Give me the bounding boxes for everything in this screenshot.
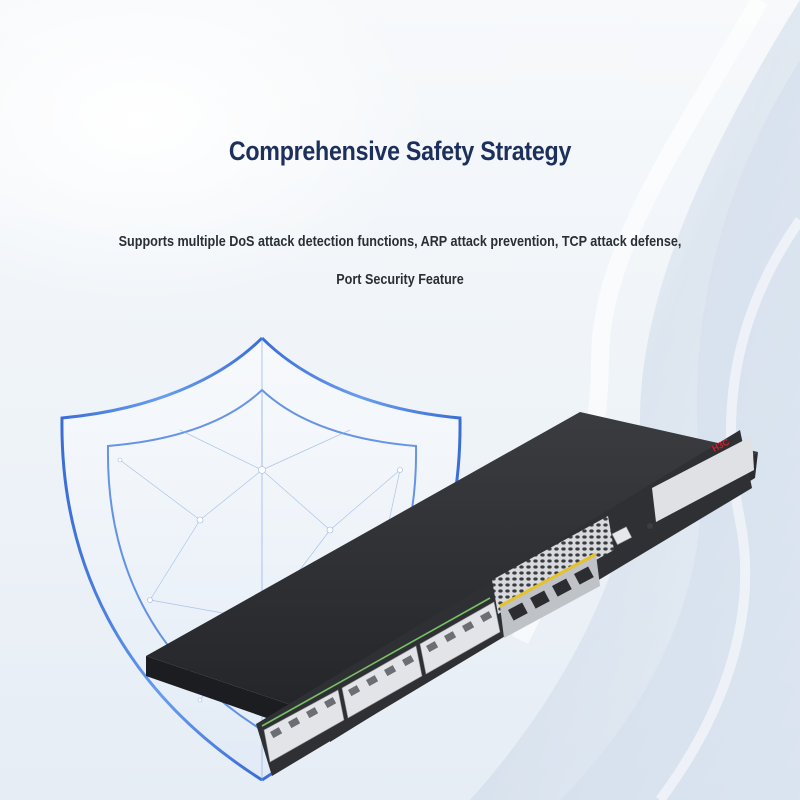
console-port: [611, 526, 633, 546]
vent-grille: [492, 516, 614, 614]
feature-description-secondary: Port Security Feature: [336, 271, 464, 288]
feature-description: Supports multiple DoS attack detection f…: [118, 233, 682, 250]
label-panel: [652, 436, 754, 522]
ethernet-ports: [263, 601, 501, 763]
sfp-ports: [499, 552, 600, 638]
silk-wave-decoration: [470, 0, 800, 800]
network-switch-image: H3C: [146, 412, 758, 776]
reset-button: [647, 523, 653, 529]
page-title: Comprehensive Safety Strategy: [228, 136, 572, 166]
